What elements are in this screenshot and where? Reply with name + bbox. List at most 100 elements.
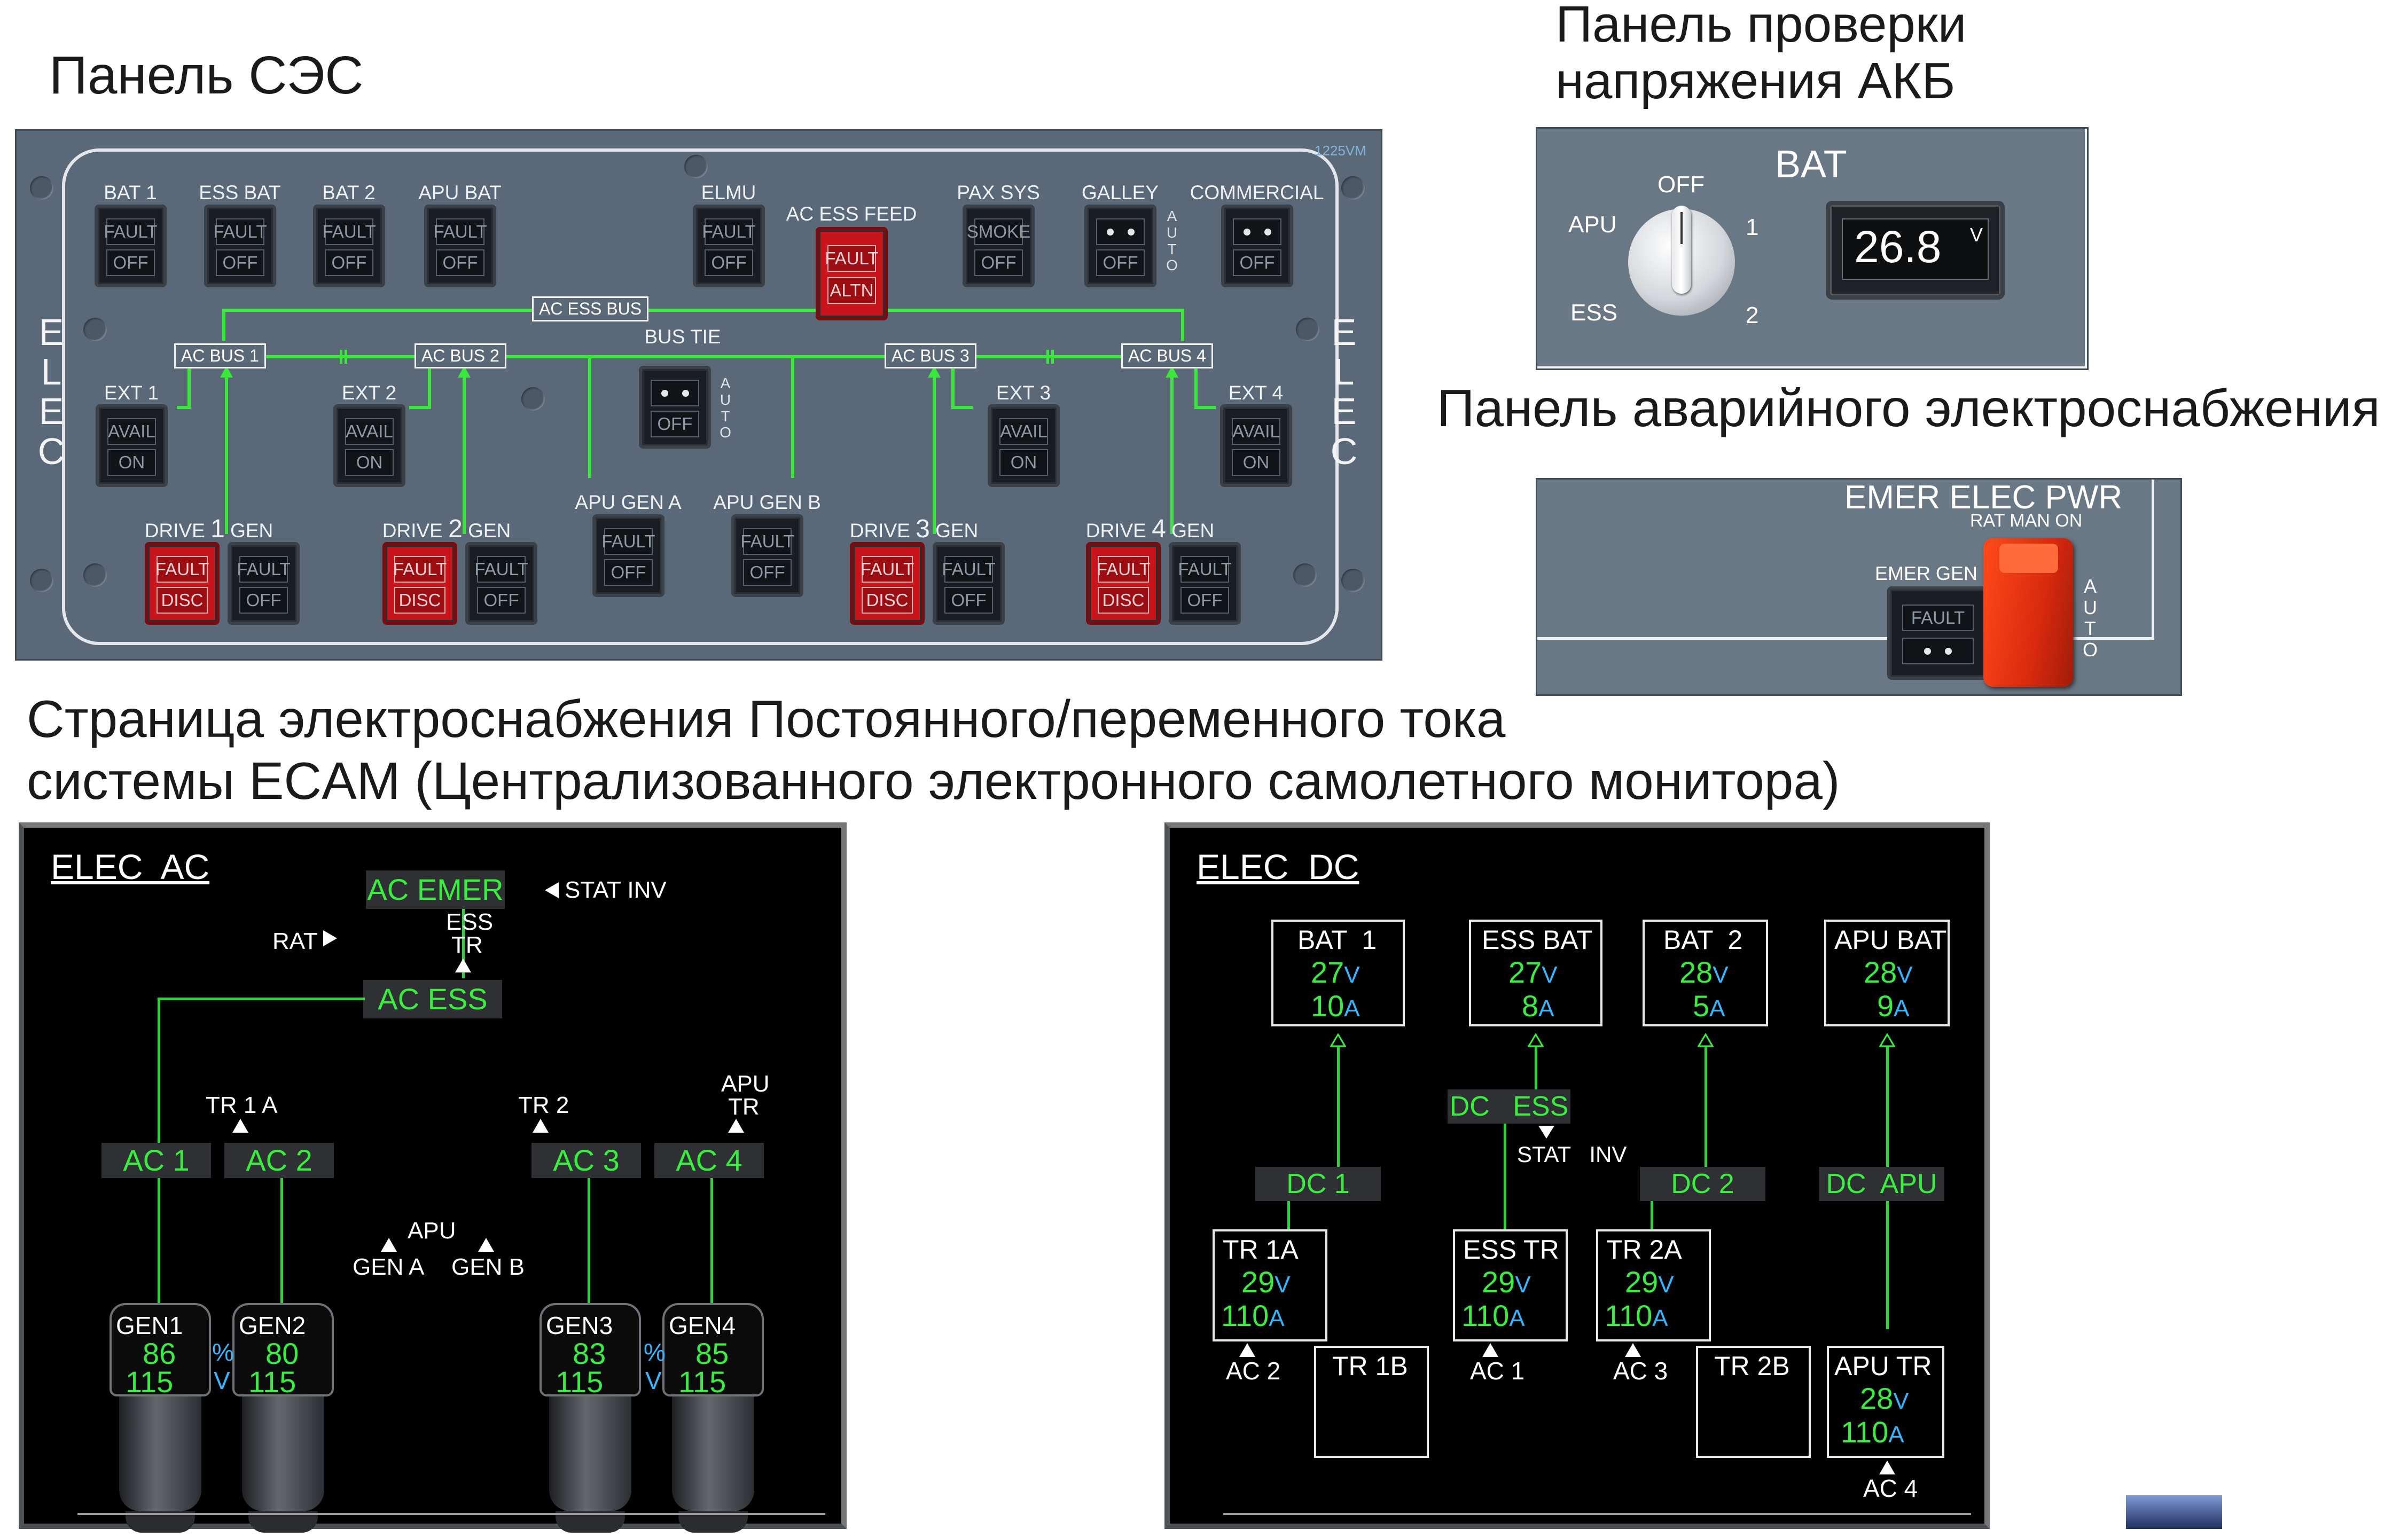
ess-bat-amp: 8A — [1522, 989, 1554, 1023]
elmu-button[interactable]: FAULT OFF — [693, 205, 765, 287]
bat2-box: BAT 2 28V 5A — [1643, 920, 1768, 1026]
bat-ess-label: ESS — [1570, 300, 1618, 326]
apu-gen-b-label: GEN B — [451, 1254, 525, 1280]
drive1-gen-label: DRIVE 1 GEN — [144, 515, 273, 543]
fault-legend: FAULT — [104, 218, 158, 245]
emer-gen-label: EMER GEN — [1875, 562, 1978, 584]
apu-tr-name: APU TR — [1834, 1351, 1932, 1381]
gen2-name: GEN2 — [239, 1312, 306, 1339]
gen1-feed-wire — [225, 366, 228, 534]
bus-tie-breaker-left — [340, 350, 347, 364]
ext3-wire — [951, 355, 955, 409]
bat1-name: BAT 1 — [1297, 925, 1377, 955]
tr2a-amp: 110A — [1605, 1299, 1668, 1332]
ac-ess-bus-label: AC ESS BUS — [532, 296, 649, 321]
bat1-button[interactable]: FAULT OFF — [95, 205, 167, 287]
bat1-amp: 10A — [1311, 989, 1360, 1023]
drive4-gen-label: DRIVE 4 GEN — [1085, 515, 1215, 543]
gen1-load: 86 — [143, 1337, 176, 1370]
apu-tr-arrow — [728, 1119, 744, 1133]
guard-hinge — [1999, 544, 2058, 573]
emer-panel-heading: Панель аварийного электроснабжения — [1437, 379, 2380, 437]
bat-1-label: 1 — [1746, 214, 1759, 240]
disc-legend: DISC — [1098, 587, 1149, 614]
apu-gen-b-label: APU GEN B — [713, 491, 821, 513]
ac-ess-bus-wire-right-drop — [1181, 309, 1184, 341]
altn-legend: ALTN — [827, 277, 876, 304]
bottom-status-divider — [1223, 1513, 1971, 1515]
voltmeter-screen — [1842, 218, 1989, 280]
stat-inv-label: STAT INV — [1517, 1142, 1627, 1167]
ac-ess-feed-wire — [158, 998, 365, 1000]
ess-tr-volt: 29V — [1482, 1265, 1531, 1299]
gen3-indicator: GEN3 83 115 — [540, 1303, 641, 1538]
galley-button[interactable]: OFF — [1084, 205, 1156, 287]
ess-bat-box: ESS BAT 27V 8A — [1469, 920, 1602, 1026]
gen12-volt-unit: V — [214, 1367, 230, 1394]
bat1-label: BAT 1 — [104, 182, 157, 203]
ess-tr-box: ESS TR 29V 110A — [1453, 1229, 1568, 1341]
fault-legend: FAULT — [1178, 556, 1232, 583]
dots-legend — [1902, 638, 1974, 664]
ext2-wire-h — [409, 406, 431, 409]
fault-legend: FAULT — [702, 218, 756, 245]
ext2-label: EXT 2 — [341, 382, 397, 404]
disc-legend: DISC — [862, 587, 913, 614]
tr2b-name: TR 2B — [1714, 1351, 1790, 1381]
emer-gen-button[interactable]: FAULT — [1887, 586, 1989, 680]
bat-title: BAT — [1775, 143, 1847, 186]
apu-bat-volt: 28V — [1864, 955, 1913, 989]
off-legend: OFF — [1096, 249, 1145, 276]
drive2-gen-label: DRIVE 2 GEN — [382, 515, 511, 543]
bus-tie-button[interactable]: OFF — [639, 366, 711, 449]
off-legend: OFF — [106, 249, 155, 276]
main-ac-bus-wire-right — [786, 355, 1213, 358]
on-legend: ON — [999, 449, 1048, 476]
ess-tr-label-2: TR — [451, 932, 483, 958]
apu-gen-a-label: APU GEN A — [575, 491, 682, 513]
apu-bat-amp: 9A — [1877, 989, 1910, 1023]
ac-bus-1-label: AC BUS 1 — [174, 343, 266, 368]
apu-tr-src-label: AC 4 — [1863, 1474, 1918, 1502]
dots-legend — [1096, 218, 1145, 245]
tr2b-box: TR 2B — [1696, 1346, 1811, 1458]
gen1-arrow — [220, 366, 233, 378]
bat-selector-knob[interactable] — [1628, 206, 1735, 316]
dots-legend — [651, 380, 699, 406]
drive4-disc-button[interactable]: FAULT DISC — [1086, 542, 1161, 625]
rat-man-on-guard[interactable] — [1983, 538, 2073, 687]
dc1-bus: DC 1 — [1255, 1167, 1381, 1201]
tr1a-name: TR 1A — [1223, 1235, 1299, 1265]
gen4-arrow — [1166, 366, 1178, 378]
off-legend: OFF — [705, 249, 753, 276]
fault-legend: FAULT — [1097, 556, 1150, 583]
bat2-wire — [1705, 1047, 1707, 1167]
ess-bat-label: ESS BAT — [199, 182, 281, 203]
commercial-button[interactable]: OFF — [1221, 205, 1293, 287]
off-legend: OFF — [477, 587, 526, 614]
tr1a-volt: 29V — [1241, 1265, 1291, 1299]
apu-tr-label-2: TR — [728, 1094, 760, 1120]
voltmeter-unit: V — [1970, 224, 1983, 246]
